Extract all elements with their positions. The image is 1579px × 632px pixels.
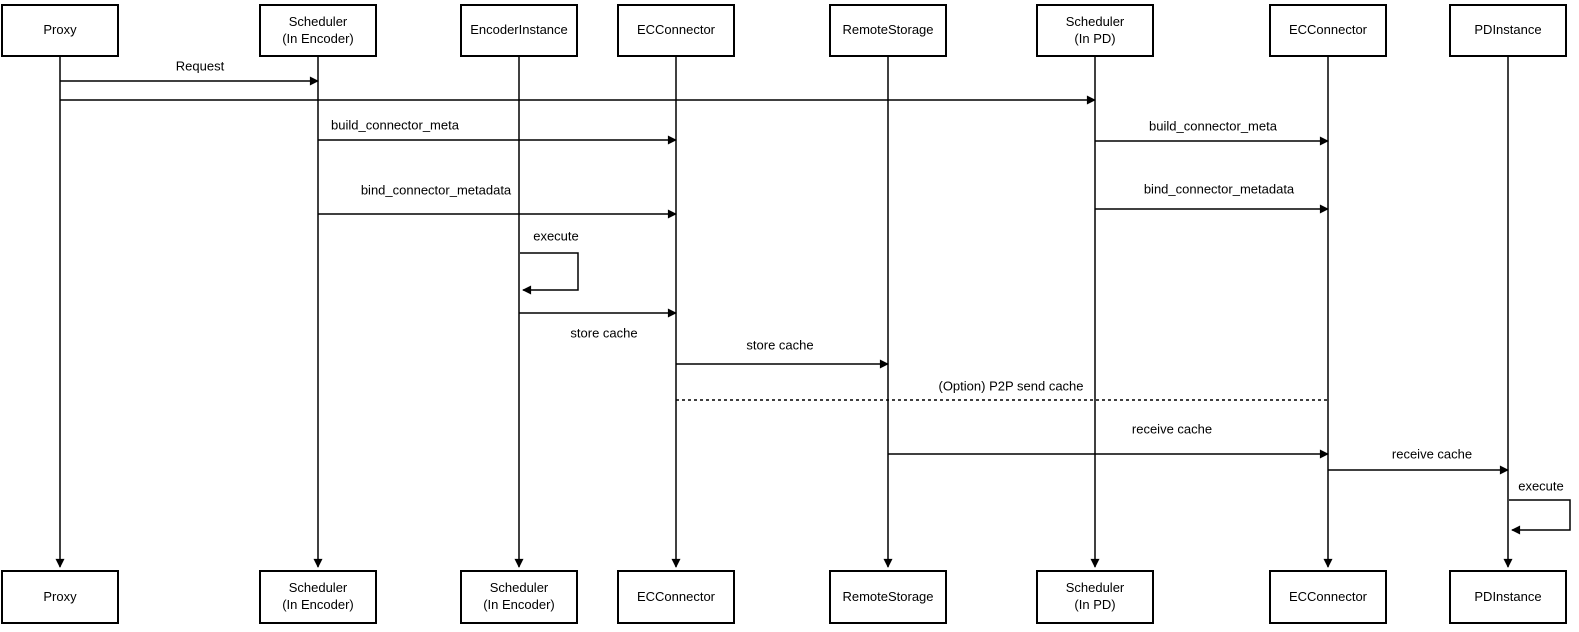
top-box-ec-connector-2: ECConnector bbox=[1269, 4, 1387, 57]
actor-label-line: Scheduler bbox=[288, 13, 348, 29]
actor-label-line: PDInstance bbox=[1474, 588, 1542, 604]
bottom-box-scheduler-in-pd: Scheduler(In PD) bbox=[1036, 570, 1154, 624]
message-label-store-cache-ecconnector: store cache bbox=[570, 325, 638, 341]
actor-label-line: Proxy bbox=[43, 588, 77, 604]
message-label-request: Request bbox=[175, 58, 225, 74]
actor-label-line: Proxy bbox=[43, 22, 77, 38]
actor-label-line: Scheduler bbox=[1065, 13, 1125, 29]
actor-label-line: (In Encoder) bbox=[282, 597, 354, 612]
actor-label-line: ECConnector bbox=[1288, 588, 1368, 604]
message-label-store-cache-remotestorage: store cache bbox=[746, 337, 814, 353]
actor-label-line: (In Encoder) bbox=[282, 30, 354, 46]
actor-label-line: Scheduler bbox=[288, 580, 348, 596]
bottom-box-encoder-instance: Scheduler(In Encoder) bbox=[460, 570, 578, 624]
actor-label-line: ECConnector bbox=[636, 588, 716, 604]
top-box-ec-connector: ECConnector bbox=[617, 4, 735, 57]
top-box-pd-instance: PDInstance bbox=[1449, 4, 1567, 57]
message-label-build-connector-meta-encoder: build_connector_meta bbox=[331, 117, 459, 133]
top-box-scheduler-in-pd: Scheduler(In PD) bbox=[1036, 4, 1154, 57]
self-loop-label-execute-encoder-instance: execute bbox=[533, 228, 579, 244]
actor-label-line: EncoderInstance bbox=[470, 22, 568, 38]
top-box-proxy: Proxy bbox=[1, 4, 119, 57]
bottom-box-remote-storage: RemoteStorage bbox=[829, 570, 947, 624]
actor-label-line: ECConnector bbox=[1288, 22, 1368, 38]
bottom-box-proxy: Proxy bbox=[1, 570, 119, 624]
actor-label-line: (In Encoder) bbox=[483, 597, 555, 612]
actor-label-line: (In PD) bbox=[1074, 597, 1116, 612]
bottom-box-scheduler-in-encoder: Scheduler(In Encoder) bbox=[259, 570, 377, 624]
actor-label-line: RemoteStorage bbox=[842, 588, 934, 604]
actor-label-line: Scheduler bbox=[489, 580, 549, 596]
bottom-box-ec-connector: ECConnector bbox=[617, 570, 735, 624]
top-box-scheduler-in-encoder: Scheduler(In Encoder) bbox=[259, 4, 377, 57]
message-label-p2p-send-cache: (Option) P2P send cache bbox=[938, 378, 1084, 394]
message-label-build-connector-meta-pd: build_connector_meta bbox=[1149, 118, 1277, 134]
actor-label-line: RemoteStorage bbox=[842, 22, 934, 38]
message-label-receive-cache-ecconnector: receive cache bbox=[1131, 421, 1213, 437]
self-loop-execute-pd-instance bbox=[1509, 499, 1571, 535]
self-loop-label-execute-pd-instance: execute bbox=[1518, 478, 1564, 494]
top-box-encoder-instance: EncoderInstance bbox=[460, 4, 578, 57]
bottom-box-ec-connector-2: ECConnector bbox=[1269, 570, 1387, 624]
actor-label-line: PDInstance bbox=[1474, 22, 1542, 38]
top-box-remote-storage: RemoteStorage bbox=[829, 4, 947, 57]
message-label-bind-connector-metadata-encoder: bind_connector_metadata bbox=[360, 182, 512, 198]
actor-label-line: (In PD) bbox=[1074, 30, 1116, 46]
actor-label-line: ECConnector bbox=[636, 22, 716, 38]
bottom-box-pd-instance: PDInstance bbox=[1449, 570, 1567, 624]
message-label-bind-connector-metadata-pd: bind_connector_metadata bbox=[1143, 181, 1295, 197]
actor-label-line: Scheduler bbox=[1065, 580, 1125, 596]
self-loop-execute-encoder-instance bbox=[520, 252, 579, 295]
message-label-receive-cache-pdinstance: receive cache bbox=[1391, 446, 1473, 462]
